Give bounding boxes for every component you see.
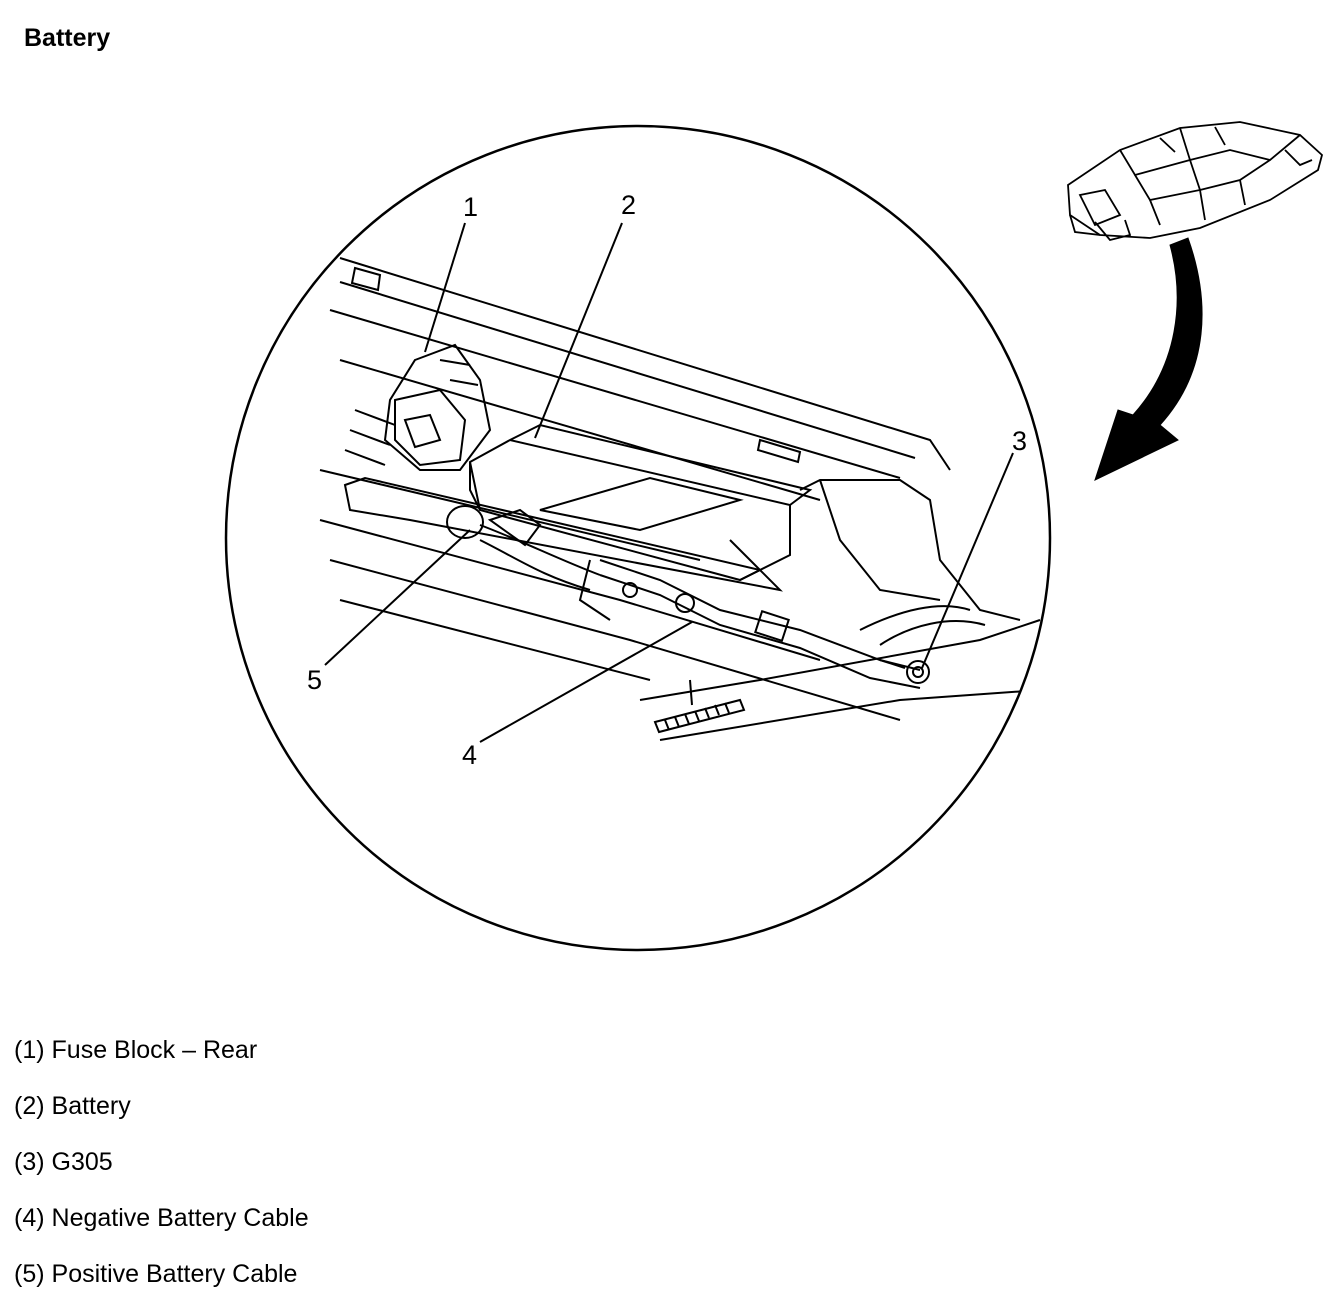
callout-1: 1 [463, 192, 478, 222]
legend-number: (2) [14, 1092, 45, 1120]
curved-arrow-icon [1094, 237, 1203, 481]
legend-label: Battery [51, 1092, 131, 1120]
callout-3: 3 [1012, 426, 1027, 456]
callout-4: 4 [462, 740, 477, 770]
legend-label: Positive Battery Cable [51, 1260, 298, 1288]
legend-number: (3) [14, 1148, 45, 1176]
callout-legend: (1) Fuse Block – Rear (2) Battery (3) G3… [14, 1030, 309, 1310]
callout-5: 5 [307, 665, 322, 695]
callout-leader-lines [324, 222, 1014, 743]
detail-view-circle [224, 124, 1052, 952]
page-title: Battery [24, 24, 111, 52]
legend-number: (1) [14, 1036, 45, 1064]
vehicle-body-locator-icon [1067, 121, 1324, 242]
legend-item: (4) Negative Battery Cable [14, 1198, 309, 1254]
legend-item: (5) Positive Battery Cable [14, 1254, 309, 1310]
legend-label: Negative Battery Cable [51, 1204, 309, 1232]
legend-item: (2) Battery [14, 1086, 309, 1142]
legend-label: Fuse Block – Rear [51, 1036, 258, 1064]
legend-number: (4) [14, 1204, 45, 1232]
legend-label: G305 [51, 1148, 113, 1176]
callout-2: 2 [621, 190, 636, 220]
legend-number: (5) [14, 1260, 45, 1288]
vehicle-trunk-line-art [319, 257, 1041, 741]
legend-item: (3) G305 [14, 1142, 309, 1198]
legend-item: (1) Fuse Block – Rear [14, 1030, 309, 1086]
battery-location-diagram: 1 2 3 4 5 [224, 121, 1324, 952]
